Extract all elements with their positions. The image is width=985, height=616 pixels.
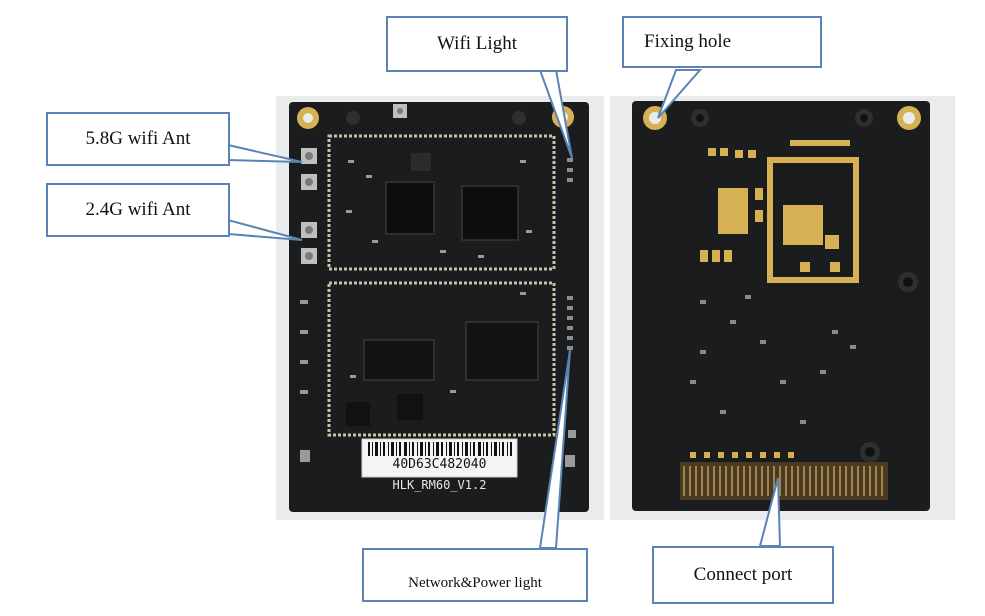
reg-chip (397, 394, 423, 420)
antenna-connectors (301, 104, 407, 264)
callout-fixing-hole: Fixing hole (622, 16, 822, 68)
serial-number: 40D63C482040 (392, 457, 487, 472)
callout-ant-24-text: 2.4G wifi Ant (85, 199, 191, 220)
connect-port-connector (680, 462, 888, 500)
rf-shield-frame (327, 134, 556, 271)
front-board-photo (276, 96, 604, 520)
callout-connect-port-text: Connect port (693, 564, 793, 585)
small-chip (411, 153, 431, 171)
callout-fixing-hole-text: Fixing hole (644, 31, 732, 52)
barcode-bars (368, 442, 512, 456)
callout-connect-port: Connect port (652, 546, 834, 604)
back-board-photo (610, 96, 955, 520)
wifi-chip-right (461, 185, 519, 241)
callout-pointers (227, 69, 782, 549)
led-column (567, 158, 573, 350)
soc-chip (465, 321, 539, 381)
flash-chip (363, 339, 435, 381)
wifi-chip-left (385, 181, 435, 235)
connector-pins (683, 466, 883, 496)
back-pcb (632, 101, 930, 511)
soc-shield-frame (327, 281, 556, 437)
callout-network-power: Network&Power light (362, 548, 588, 602)
callout-network-power-text: Network&Power light (408, 575, 542, 591)
callout-wifi-light-text: Wifi Light (437, 33, 517, 54)
callout-ant-58: 5.8G wifi Ant (46, 112, 230, 166)
callout-ant-58-text: 5.8G wifi Ant (85, 128, 191, 149)
board-model: HLK_RM60_V1.2 (392, 478, 487, 492)
callout-ant-24: 2.4G wifi Ant (46, 183, 230, 237)
gold-pads (700, 140, 859, 283)
callout-wifi-light: Wifi Light (386, 16, 568, 72)
